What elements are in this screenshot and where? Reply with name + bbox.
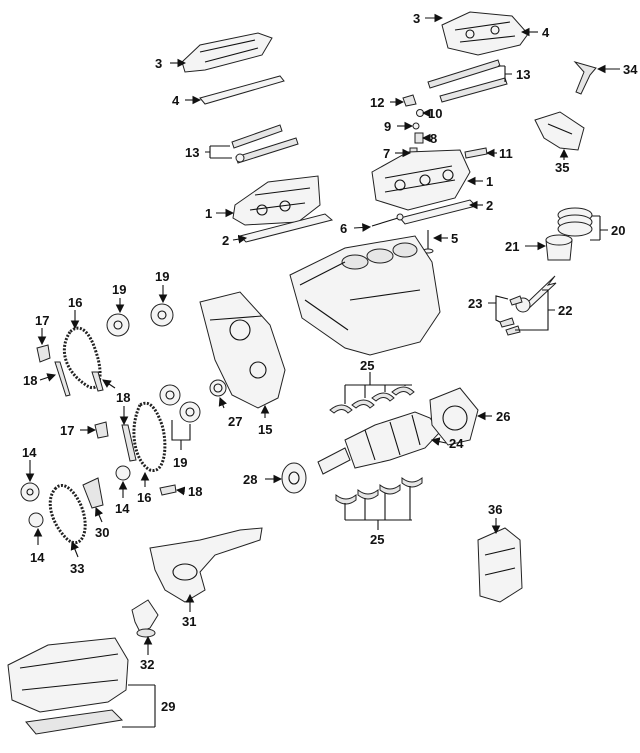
crank-sprocket-middle	[115, 465, 131, 481]
callout-28: 28	[243, 472, 257, 487]
camshafts-left	[231, 124, 299, 164]
engine-cover-36	[477, 527, 523, 603]
main-bearings-lower	[335, 476, 423, 505]
camshafts-right	[427, 59, 508, 103]
crank-damper	[281, 462, 307, 494]
callout-27: 27	[228, 414, 242, 429]
engine-block	[289, 235, 441, 356]
callout-7: 7	[383, 146, 390, 161]
callout-18-upper-right: 18	[116, 390, 130, 405]
callout-26: 26	[496, 409, 510, 424]
valve-cover-right	[441, 11, 529, 56]
timing-chain-middle	[132, 401, 167, 472]
callout-13-right: 13	[516, 67, 530, 82]
callout-6: 6	[340, 221, 347, 236]
callout-25-lower: 25	[370, 532, 384, 547]
callout-4-right: 4	[542, 25, 550, 40]
callout-22: 22	[558, 303, 572, 318]
callout-3-left: 3	[155, 56, 162, 71]
callout-14-lower-top: 14	[22, 445, 37, 460]
chain-tensioner-upper	[36, 344, 51, 363]
callout-18-lower: 18	[188, 484, 202, 499]
oil-pump	[149, 527, 263, 603]
callout-17-middle: 17	[60, 423, 74, 438]
callout-19-top-a: 19	[112, 282, 126, 297]
front-crank-seal	[209, 379, 227, 397]
callout-17-upper: 17	[35, 313, 49, 328]
callout-18-upper-left: 18	[23, 373, 37, 388]
callout-30: 30	[95, 525, 109, 540]
oil-pan	[7, 637, 129, 735]
callout-33: 33	[70, 561, 84, 576]
callout-2-left: 2	[222, 233, 229, 248]
chain-guides-middle	[121, 424, 177, 496]
callout-19-top-b: 19	[155, 269, 169, 284]
callout-34: 34	[623, 62, 638, 77]
callout-24: 24	[449, 436, 464, 451]
callout-16-middle: 16	[137, 490, 151, 505]
cam-sprockets-top	[106, 303, 174, 337]
callout-21: 21	[505, 239, 519, 254]
callout-23: 23	[468, 296, 482, 311]
callout-29: 29	[161, 699, 175, 714]
callout-1-right: 1	[486, 174, 493, 189]
pistons-rings	[545, 207, 593, 261]
chain-guide-30	[82, 477, 104, 509]
callout-1-left: 1	[205, 206, 212, 221]
callout-4-left: 4	[172, 93, 180, 108]
callout-8: 8	[430, 131, 437, 146]
balance-shaft-sprockets	[20, 482, 44, 528]
callout-15: 15	[258, 422, 272, 437]
callout-9: 9	[384, 119, 391, 134]
callout-16-upper: 16	[68, 295, 82, 310]
main-bearings-upper	[329, 386, 415, 414]
callout-36: 36	[488, 502, 502, 517]
front-timing-cover	[199, 291, 286, 409]
callout-35: 35	[555, 160, 569, 175]
crankshaft	[317, 411, 441, 475]
callout-31: 31	[182, 614, 196, 629]
filter-housing-35	[534, 111, 585, 151]
callout-labels: 3 4 13 1 2 3 4 13 12 10 9 8 7 11 1 2 6 5…	[22, 11, 638, 714]
cam-sprockets-middle	[159, 384, 201, 423]
callout-10: 10	[428, 106, 442, 121]
chain-guides-upper	[54, 361, 104, 397]
sensor-34	[573, 61, 597, 95]
connecting-rod	[499, 275, 557, 336]
leader-lines	[25, 13, 620, 728]
callout-19-middle: 19	[173, 455, 187, 470]
callout-13-left: 13	[185, 145, 199, 160]
callout-2-right: 2	[486, 198, 493, 213]
callout-3-right: 3	[413, 11, 420, 26]
callout-25-upper: 25	[360, 358, 374, 373]
callout-20: 20	[611, 223, 625, 238]
callout-11: 11	[499, 146, 513, 161]
callout-14-middle: 14	[115, 501, 130, 516]
rear-seal-retainer	[429, 387, 479, 446]
chain-tensioner-middle	[94, 421, 109, 439]
callout-5: 5	[451, 231, 458, 246]
cylinder-head-left	[232, 175, 321, 226]
cylinder-head-right	[371, 149, 471, 211]
valve-train-small-parts	[402, 94, 488, 159]
callout-32: 32	[140, 657, 154, 672]
callout-12: 12	[370, 95, 384, 110]
valve-cover-gasket-left	[199, 75, 285, 105]
valve-cover-left	[181, 32, 273, 73]
oil-pickup	[131, 599, 159, 638]
callout-14-lower-bottom: 14	[30, 550, 45, 565]
valves	[371, 213, 434, 254]
balance-shaft-chain	[48, 484, 87, 544]
